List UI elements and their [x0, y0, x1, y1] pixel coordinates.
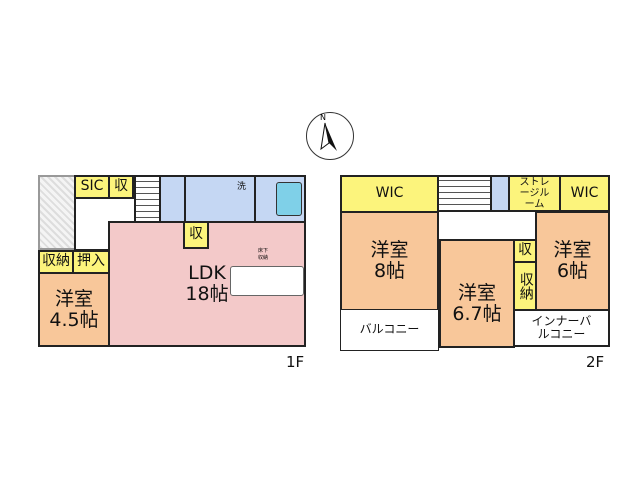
room-size: 6帖 [556, 260, 589, 282]
entrance-porch [38, 175, 76, 250]
room-size: 4.5帖 [49, 308, 99, 331]
bathtub [276, 182, 302, 216]
wic-right: WIC [559, 175, 610, 212]
floor-2-label: 2F [586, 353, 605, 371]
ldk-name: LDK [188, 262, 226, 285]
western-room-4-5: 洋室 4.5帖 [38, 272, 110, 347]
storage-2f: 収 [513, 239, 537, 263]
compass-north-label: N [320, 113, 326, 122]
room-name: 洋室 [54, 287, 93, 310]
storage-1f-a: 収 [108, 175, 134, 199]
room-size: 6.7帖 [452, 302, 502, 325]
north-arrow-icon [320, 122, 337, 151]
oshiire: 押入 [72, 250, 110, 274]
floor-1-label: 1F [286, 353, 305, 371]
western-room-6-7: 洋室 6.7帖 [439, 239, 515, 348]
closet-1f: 収納 [38, 250, 74, 274]
ldk-size: 18帖 [185, 283, 229, 305]
room-name: 洋室 [457, 281, 496, 304]
stairs-2f [437, 175, 492, 212]
storage-1f-b: 収 [183, 221, 209, 249]
closet-2f: 収納 [513, 261, 537, 311]
room-name: 洋室 [370, 239, 409, 262]
washroom: 洗 [184, 175, 256, 223]
toilet-2f [490, 175, 510, 212]
wic-left: WIC [340, 175, 439, 213]
kitchen-counter [230, 266, 304, 296]
inner-balcony: インナーバルコニー [513, 309, 610, 347]
western-room-6: 洋室 6帖 [535, 211, 610, 311]
wash-label: 洗 [236, 182, 246, 192]
toilet-1f [159, 175, 186, 223]
shoe-closet: SIC [74, 175, 110, 199]
bathroom [254, 175, 306, 223]
balcony: バルコニー [340, 309, 439, 351]
underfloor-storage-label: 床下収納 [258, 248, 269, 261]
stairs-1f [134, 175, 161, 225]
compass: N [306, 112, 354, 160]
room-size: 8帖 [373, 260, 406, 282]
hallway-2f [437, 210, 537, 242]
room-name: 洋室 [553, 239, 592, 262]
western-room-8: 洋室 8帖 [340, 211, 439, 311]
storage-room: ストレージルーム [508, 175, 561, 212]
